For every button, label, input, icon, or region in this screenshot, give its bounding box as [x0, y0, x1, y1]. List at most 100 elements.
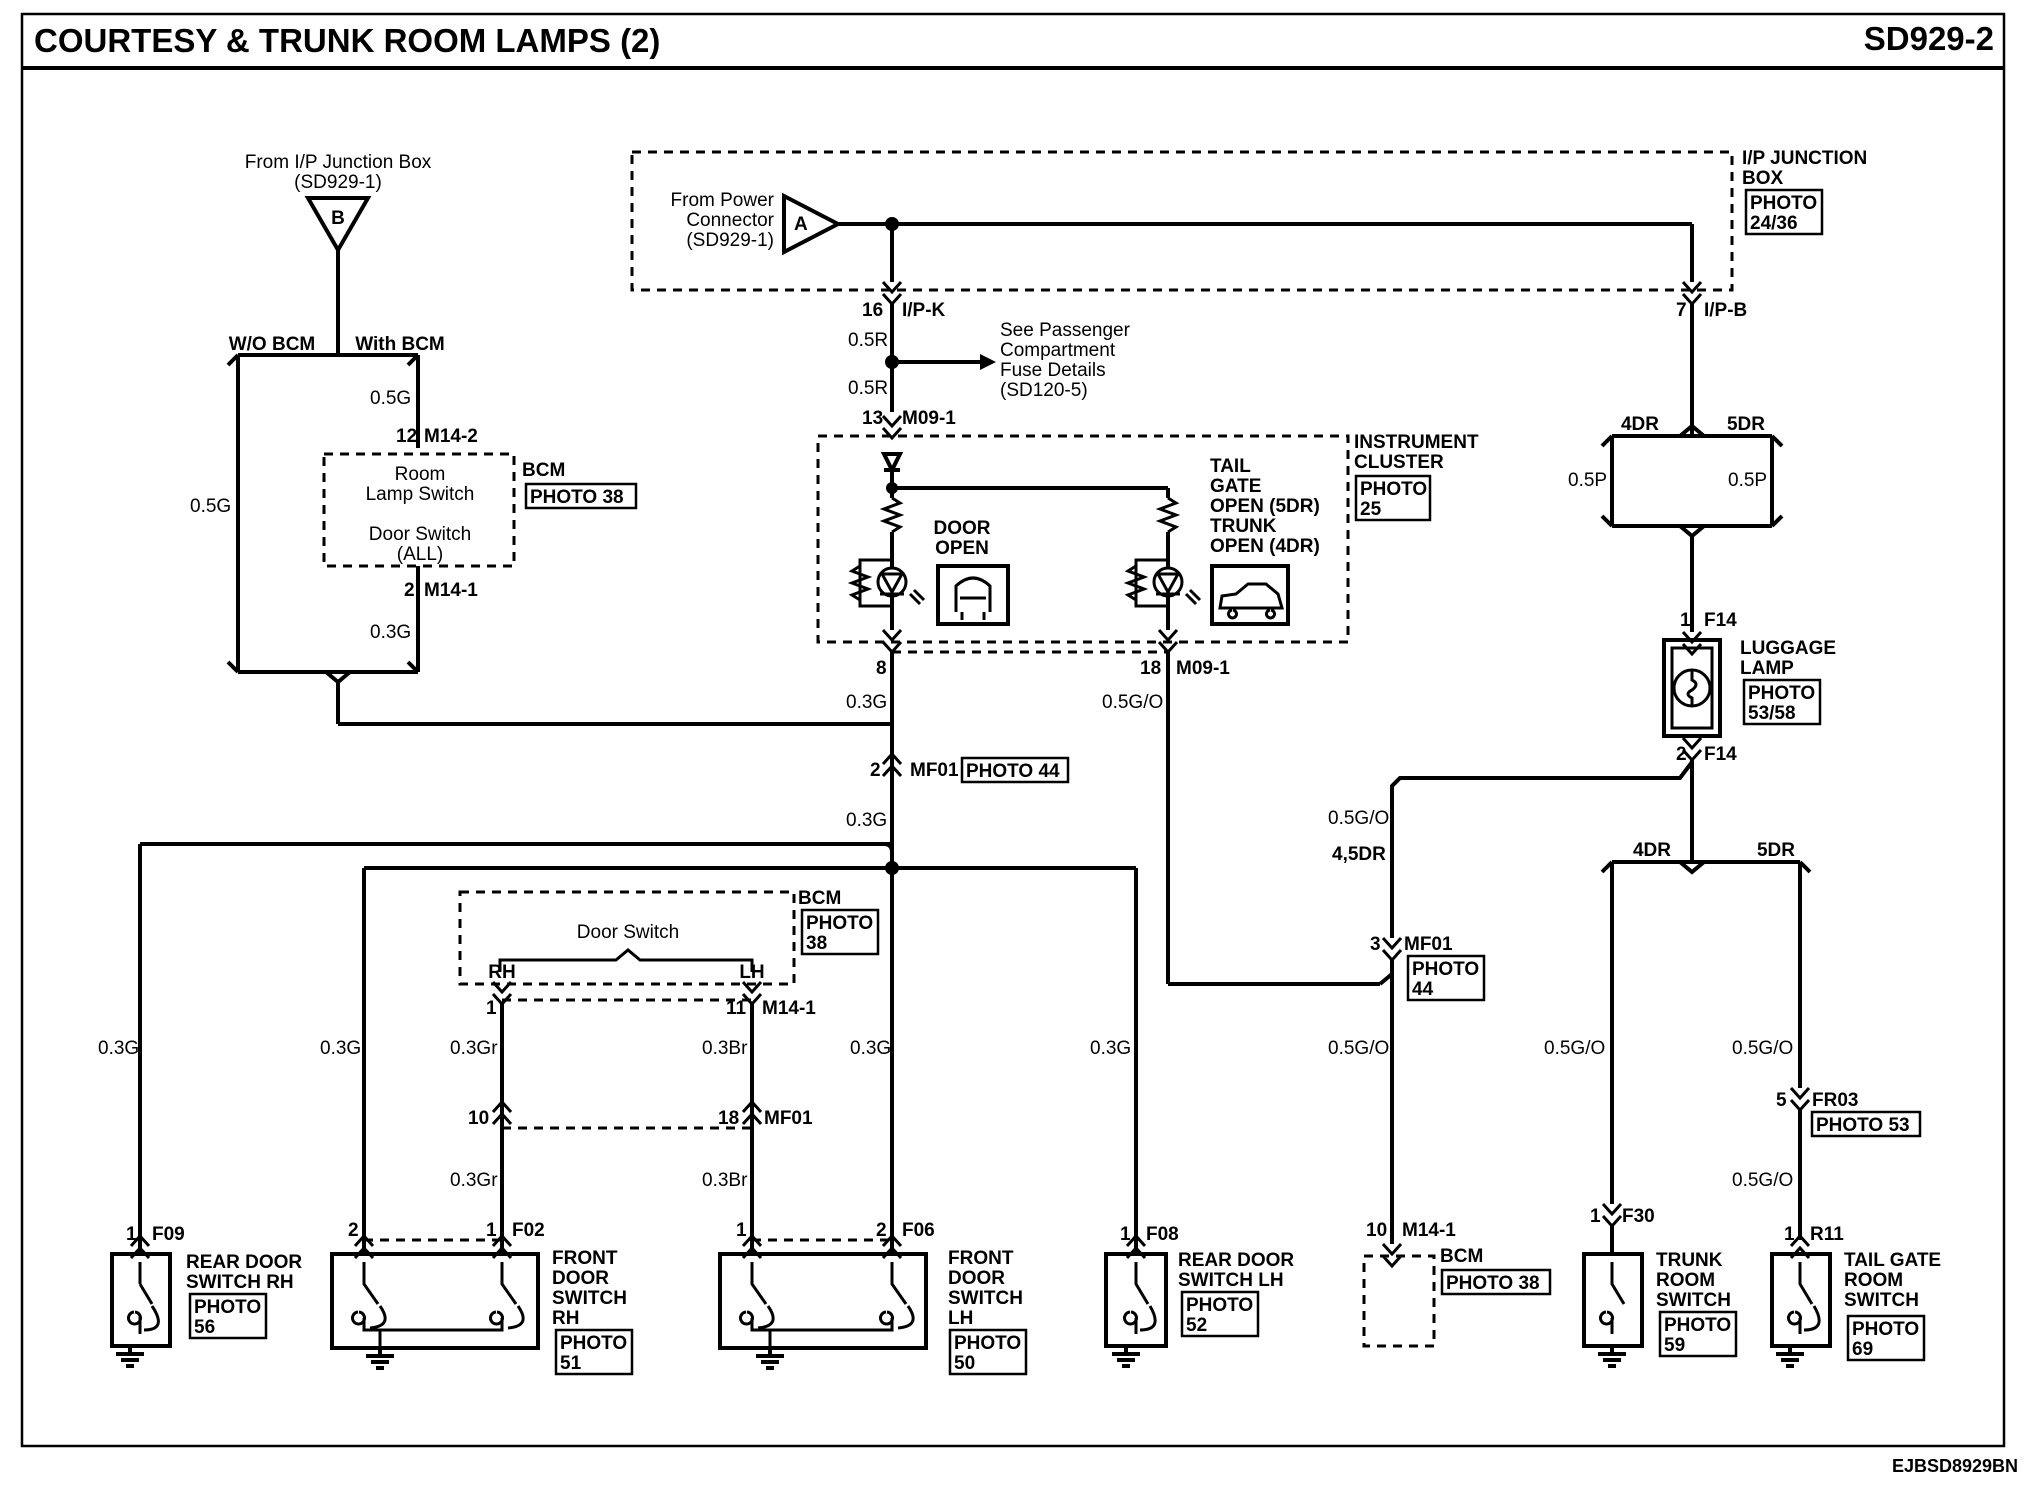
door-open-1: DOOR [934, 518, 991, 539]
lug-pin-1: 1 [1680, 610, 1691, 631]
rear-rh-1: REAR DOOR [186, 1252, 302, 1273]
ip-jb-name-2: BOX [1742, 168, 1784, 189]
mf01-mid-conn: MF01 [764, 1108, 813, 1129]
see-pass-2: Compartment [1000, 340, 1116, 361]
bcm-pin-12: 12 [396, 426, 417, 447]
m09-conn: M09-1 [902, 408, 956, 429]
lug-photo-box [1742, 678, 1822, 726]
mf01-main-pin: 2 [870, 760, 881, 781]
rear-rh-photo-2: 56 [194, 1317, 215, 1338]
ip-jb-name-1: I/P JUNCTION [1742, 148, 1867, 169]
wire-03gr-b: 0.3Gr [450, 1170, 498, 1191]
ip-jb-photo-box [1744, 188, 1824, 236]
tail-photo-2: 69 [1852, 1339, 1873, 1360]
bcm-door-photo-box [800, 908, 880, 956]
lug-pin-2: 2 [1676, 744, 1687, 765]
m09-pin-8: 8 [876, 658, 887, 679]
bcm-room-lamp-2: Lamp Switch [366, 484, 475, 505]
footer-code: EJBSD8929BN [1892, 1456, 2018, 1476]
rear-rh-pin: 1 [126, 1224, 137, 1245]
ip-jb-photo-2: 24/36 [1750, 213, 1798, 234]
wire-05go-trunk: 0.5G/O [1544, 1038, 1605, 1059]
with-bcm-label: With BCM [355, 334, 445, 355]
front-lh-pin-b: 2 [876, 1220, 887, 1241]
rear-rh-photo-1: PHOTO [194, 1297, 261, 1318]
mf01-right-photo-box [1406, 954, 1486, 1002]
bcm-top-box [322, 452, 516, 568]
ip-jb-photo-1: PHOTO [1750, 193, 1817, 214]
wire-03br-b: 0.3Br [702, 1170, 748, 1191]
wire-03gr-a: 0.3Gr [450, 1038, 498, 1059]
tail-3: SWITCH [1844, 1290, 1919, 1311]
cluster-name-1: INSTRUMENT [1354, 432, 1479, 453]
cluster-photo-box [1354, 474, 1432, 522]
front-rh-pin-a: 2 [348, 1220, 359, 1241]
front-door-switch-rh [330, 1252, 540, 1350]
bcm-door-switch-1: Door Switch [369, 524, 471, 545]
bcm-door-rh: RH [488, 962, 515, 983]
wire-05p-r: 0.5P [1728, 470, 1767, 491]
bcm-conn-m14-1: M14-1 [424, 580, 478, 601]
bcm-door-pin-lh: 11 [726, 998, 747, 1019]
rear-rh-conn: F09 [152, 1224, 185, 1245]
tail-1: TAIL GATE [1844, 1250, 1941, 1271]
m09-conn-18: M09-1 [1176, 658, 1230, 679]
see-pass-3: Fuse Details [1000, 360, 1106, 381]
bcm-top-name: BCM [522, 460, 565, 481]
lug-photo-2: 53/58 [1748, 703, 1796, 724]
bcm-conn-m14-2: M14-2 [424, 426, 478, 447]
fr03-pin: 5 [1776, 1090, 1787, 1111]
ipb-conn: I/P-B [1704, 300, 1747, 321]
trunk-2: ROOM [1656, 1270, 1715, 1291]
page-title: COURTESY & TRUNK ROOM LAMPS (2) [34, 22, 660, 59]
trunk-open-2: OPEN (4DR) [1210, 536, 1320, 557]
front-rh-photo-1: PHOTO [560, 1333, 627, 1354]
wire-05go-bcm: 0.5G/O [1328, 1038, 1389, 1059]
rear-door-switch-lh [1104, 1252, 1168, 1348]
wo-bcm-label: W/O BCM [229, 334, 316, 355]
trunk-photo-box [1658, 1310, 1738, 1358]
bcm-bot-photo-box [1440, 1268, 1552, 1296]
bcm-top-photo-box [524, 482, 638, 510]
front-rh-photo-box [554, 1328, 634, 1376]
luggage-lamp [1662, 638, 1722, 738]
bcm-bot-pin: 10 [1366, 1220, 1387, 1241]
dr-4-bot: 4DR [1633, 840, 1671, 861]
lug-name-2: LAMP [1740, 658, 1794, 679]
bcm-door-name: BCM [798, 888, 841, 909]
tail-photo-box [1846, 1314, 1926, 1362]
front-rh-conn: F02 [512, 1220, 545, 1241]
bcm-bot-name: BCM [1440, 1246, 1483, 1267]
mf01-mid-pin-rh: 10 [468, 1108, 489, 1129]
bcm-door-photo-1: PHOTO [806, 913, 873, 934]
rear-lh-pin: 1 [1120, 1224, 1131, 1245]
wire-03g-rl: 0.3G [1090, 1038, 1131, 1059]
bcm-bottom-box [1362, 1254, 1436, 1348]
mf01-mid-pin-lh: 18 [718, 1108, 739, 1129]
dr-4-top: 4DR [1621, 414, 1659, 435]
wire-05g-bcm: 0.5G [370, 388, 411, 409]
page-code: SD929-2 [1864, 20, 1994, 57]
tail-gate-2: GATE [1210, 476, 1261, 497]
dr-5-bot: 5DR [1757, 840, 1795, 861]
front-lh-1: FRONT [948, 1248, 1014, 1269]
rear-rh-2: SWITCH RH [186, 1272, 294, 1293]
rear-rh-photo-box [188, 1292, 268, 1340]
wire-03g-bcm: 0.3G [370, 622, 411, 643]
wire-05go-tail2: 0.5G/O [1732, 1170, 1793, 1191]
ipb-pin: 7 [1676, 300, 1687, 321]
see-pass-4: (SD120-5) [1000, 380, 1088, 401]
mf01-main-photo-box [960, 756, 1070, 784]
bcm-top-photo: PHOTO 38 [530, 487, 624, 508]
trunk-photo-1: PHOTO [1664, 1315, 1731, 1336]
from-ip-triangle [304, 196, 372, 255]
front-lh-3: SWITCH [948, 1288, 1023, 1309]
trunk-conn: F30 [1622, 1206, 1655, 1227]
trunk-3: SWITCH [1656, 1290, 1731, 1311]
lug-conn-2: F14 [1704, 744, 1737, 765]
wire-03g-fr: 0.3G [320, 1038, 361, 1059]
tail-conn: R11 [1810, 1224, 1844, 1245]
tail-pin: 1 [1784, 1224, 1795, 1245]
mf01-right-photo-2: 44 [1412, 979, 1434, 1000]
